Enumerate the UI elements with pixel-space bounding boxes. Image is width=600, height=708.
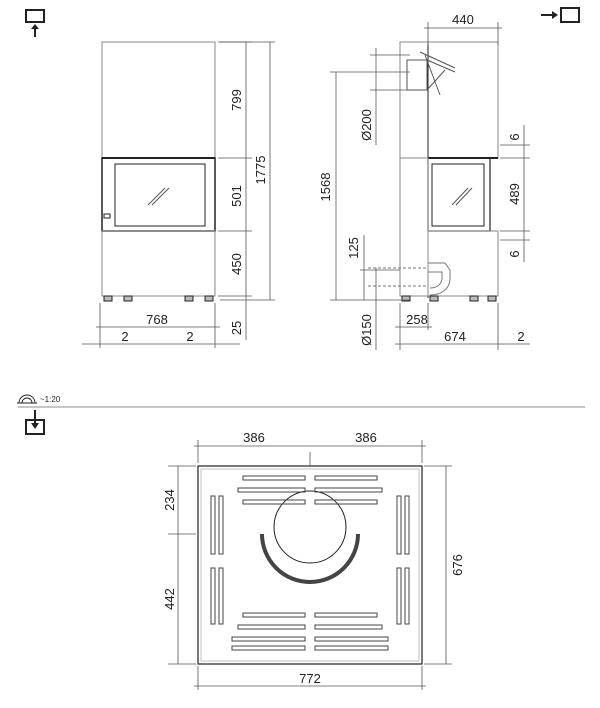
top-dimensions: [168, 440, 452, 690]
side-depth-label: 674: [444, 329, 466, 344]
front-view: [101, 41, 216, 302]
side-view: [368, 41, 499, 302]
side-height-inlet-label: 125: [346, 237, 361, 259]
front-upper-body: [101, 41, 216, 159]
top-width-left-label: 386: [243, 430, 265, 445]
front-foot: [103, 295, 113, 302]
side-flue-connector: [406, 51, 456, 96]
top-plate: [197, 465, 423, 665]
front-height-bottom-label: 450: [229, 253, 244, 275]
side-view-icon: [541, 7, 580, 23]
side-offset-right-label: 2: [517, 329, 524, 344]
top-vent-slots-lower: [231, 612, 389, 651]
top-depth-total-label: 676: [450, 554, 465, 576]
front-glass: [114, 163, 206, 227]
top-vent-slots-sides: [210, 495, 410, 625]
front-height-feet-label: 25: [229, 321, 244, 335]
top-vent-slots-upper: [237, 475, 383, 505]
side-inlet-offset-label: 258: [406, 312, 428, 327]
side-firebox: [427, 157, 491, 232]
top-flue-opening: [273, 490, 347, 564]
front-offset-left-label: 2: [121, 329, 128, 344]
side-top-width-label: 440: [452, 12, 474, 27]
side-air-inlet: [368, 262, 451, 296]
top-depth-upper-label: 234: [162, 489, 177, 511]
front-lower-body: [101, 230, 216, 297]
front-foot: [184, 295, 194, 302]
top-ring-vent: [260, 533, 360, 584]
side-dimensions: [330, 22, 530, 350]
side-flue-diameter-label: Ø200: [359, 109, 374, 141]
top-view: [197, 452, 423, 665]
top-depth-lower-label: 442: [162, 588, 177, 610]
scale-label: ~1:20: [40, 395, 61, 404]
front-height-total-label: 1775: [253, 156, 268, 185]
side-gap-top-label: 6: [507, 133, 522, 140]
top-view-icon: [25, 410, 45, 435]
side-window-height-label: 489: [507, 183, 522, 205]
front-foot: [123, 295, 133, 302]
front-view-icon: [25, 9, 45, 37]
front-foot: [204, 295, 214, 302]
top-width-right-label: 386: [355, 430, 377, 445]
side-glass: [431, 163, 485, 227]
scale-icon: [17, 394, 37, 404]
front-width-label: 768: [146, 312, 168, 327]
side-upper-body: [399, 41, 499, 159]
front-height-top-label: 799: [229, 89, 244, 111]
front-height-window-label: 501: [229, 185, 244, 207]
side-height-to-flue-label: 1568: [318, 173, 333, 202]
side-inlet-diameter-label: Ø150: [359, 314, 374, 346]
side-gap-bottom-label: 6: [507, 250, 522, 257]
front-dimensions: [82, 41, 275, 348]
top-width-total-label: 772: [299, 671, 321, 686]
front-offset-right-label: 2: [186, 329, 193, 344]
